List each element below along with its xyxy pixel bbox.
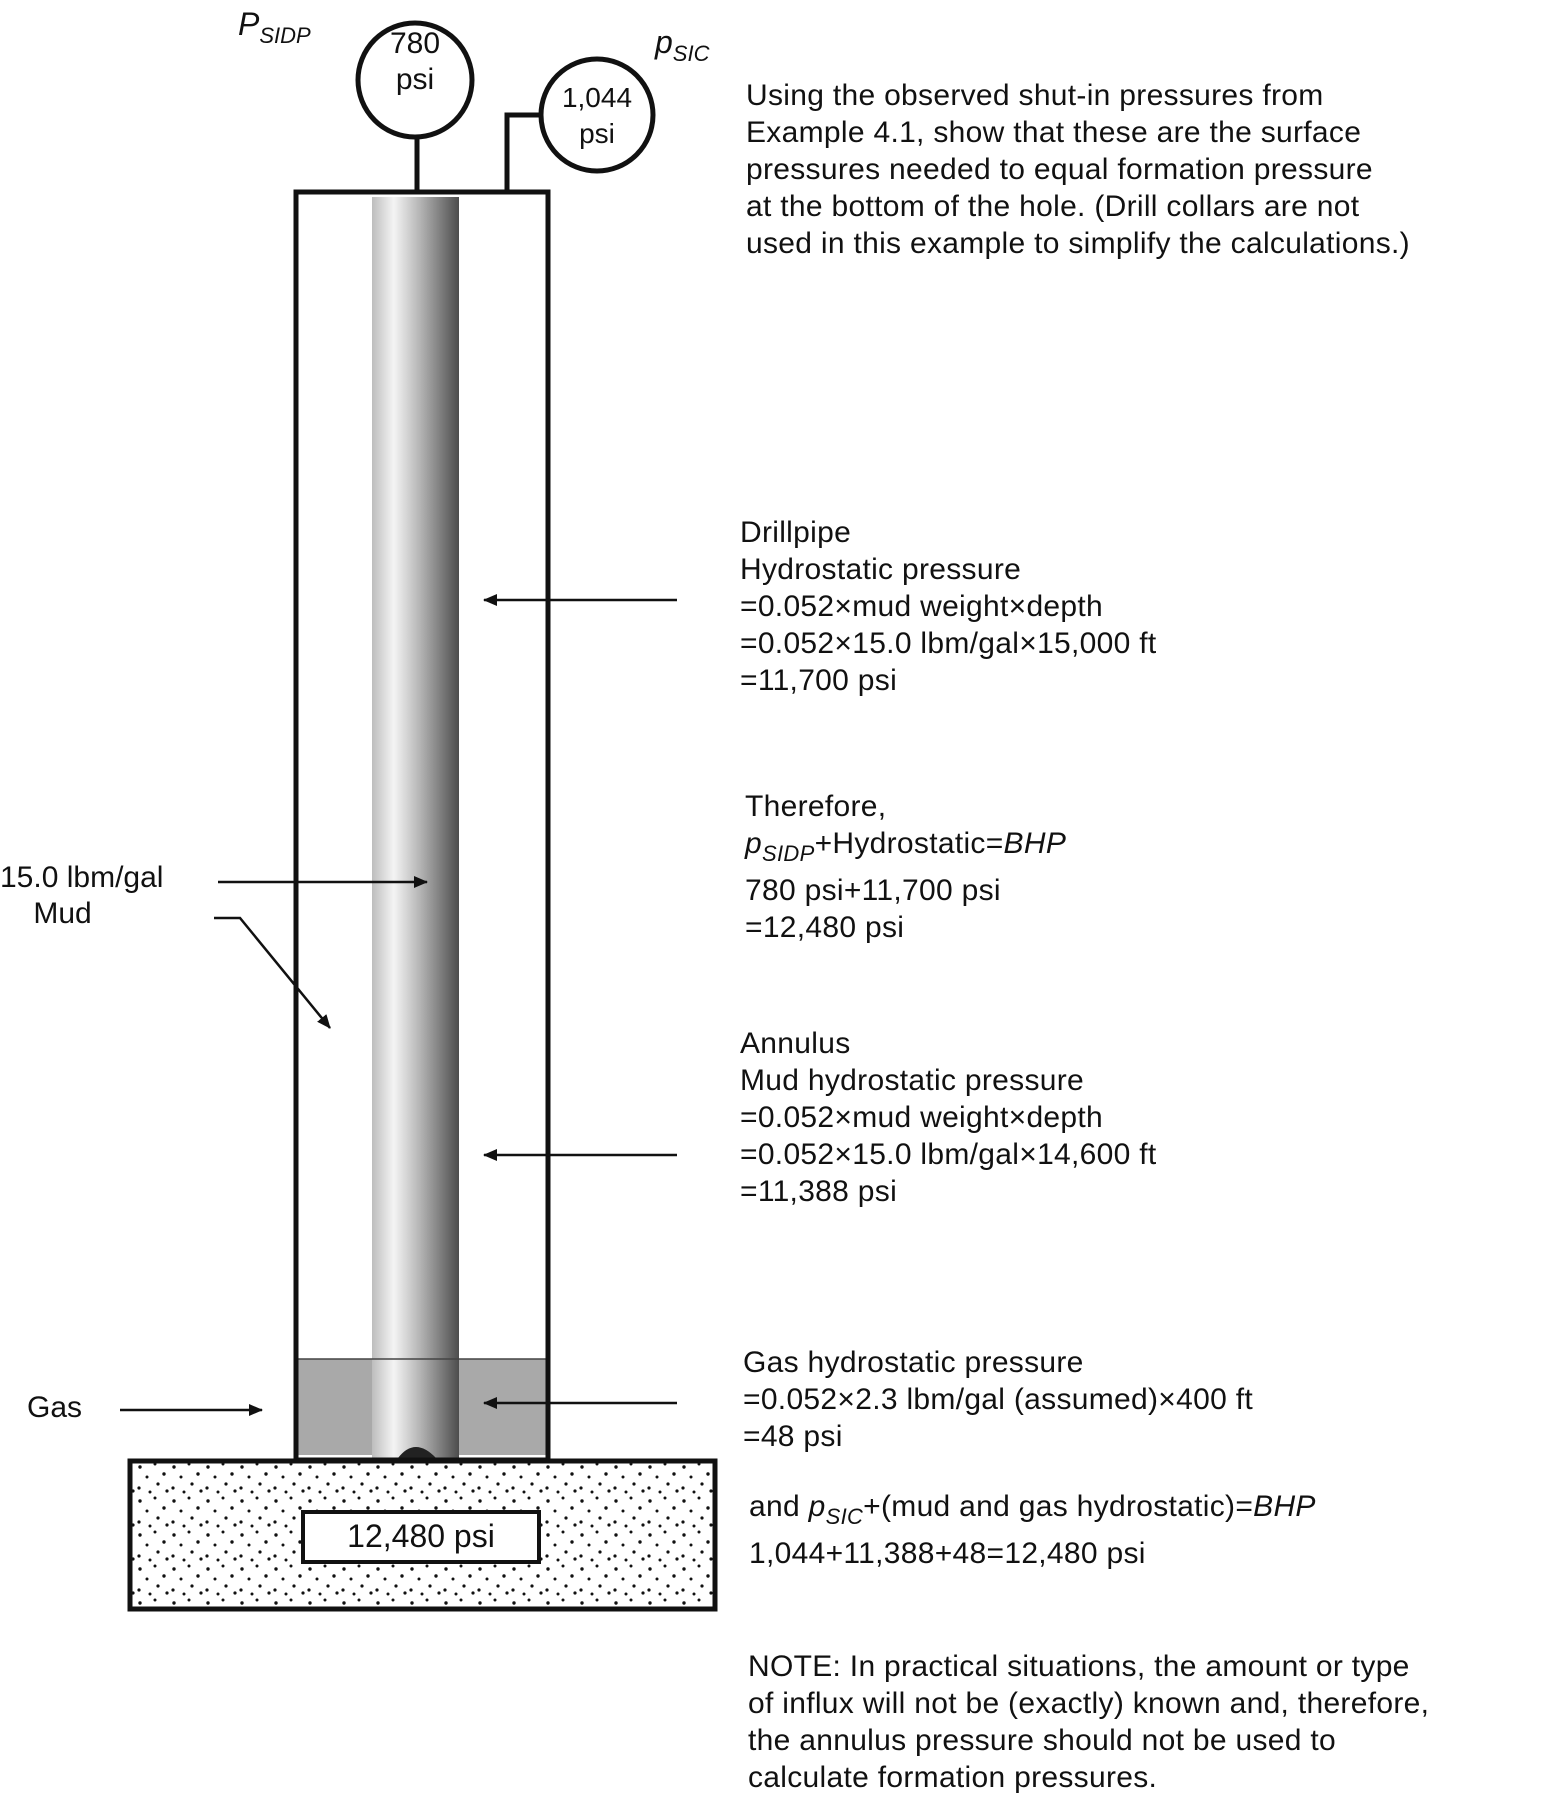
therefore-text: Therefore, pSIDP+Hydrostatic=BHP 780 psi… [745, 790, 1067, 944]
gas-hydrostatic-text: Gas hydrostatic pressure =0.052×2.3 lbm/… [743, 1346, 1253, 1453]
mud-label: 15.0 lbm/gal Mud [0, 861, 164, 930]
bhp-equation-text: and pSIC+(mud and gas hydrostatic)=BHP 1… [749, 1490, 1316, 1570]
bit [398, 1447, 436, 1458]
mud-annulus-arrow [214, 916, 331, 1029]
drillpipe-gauge [355, 20, 475, 140]
casing-gauge-unit: psi [579, 118, 615, 149]
drillpipe-hydrostatic-text: Drillpipe Hydrostatic pressure =0.052×mu… [740, 516, 1157, 697]
annulus-hydrostatic-text: Annulus Mud hydrostatic pressure =0.052×… [740, 1027, 1157, 1208]
casing-gauge-label: pSIC [655, 24, 710, 66]
gas-label: Gas [27, 1391, 83, 1424]
formation-pressure-label: 12,480 psi [347, 1518, 495, 1554]
formation-pressure-box [301, 1510, 541, 1564]
drillpipe [372, 197, 459, 1460]
drillpipe-gauge-unit: psi [395, 63, 435, 96]
casing-gauge-line [504, 112, 543, 192]
intro-text: Using the observed shut-in pressures fro… [746, 79, 1410, 260]
casing-gauge [538, 56, 656, 174]
drillpipe-gauge-value: 780 [389, 27, 441, 60]
note-text: NOTE: In practical situations, the amoun… [748, 1650, 1430, 1794]
drillpipe-gauge-label: PSIDP [238, 6, 311, 48]
casing [293, 189, 551, 1463]
casing-gauge-value: 1,044 [561, 82, 633, 113]
casing-gauge-reading: 1,044 psi [547, 80, 647, 152]
